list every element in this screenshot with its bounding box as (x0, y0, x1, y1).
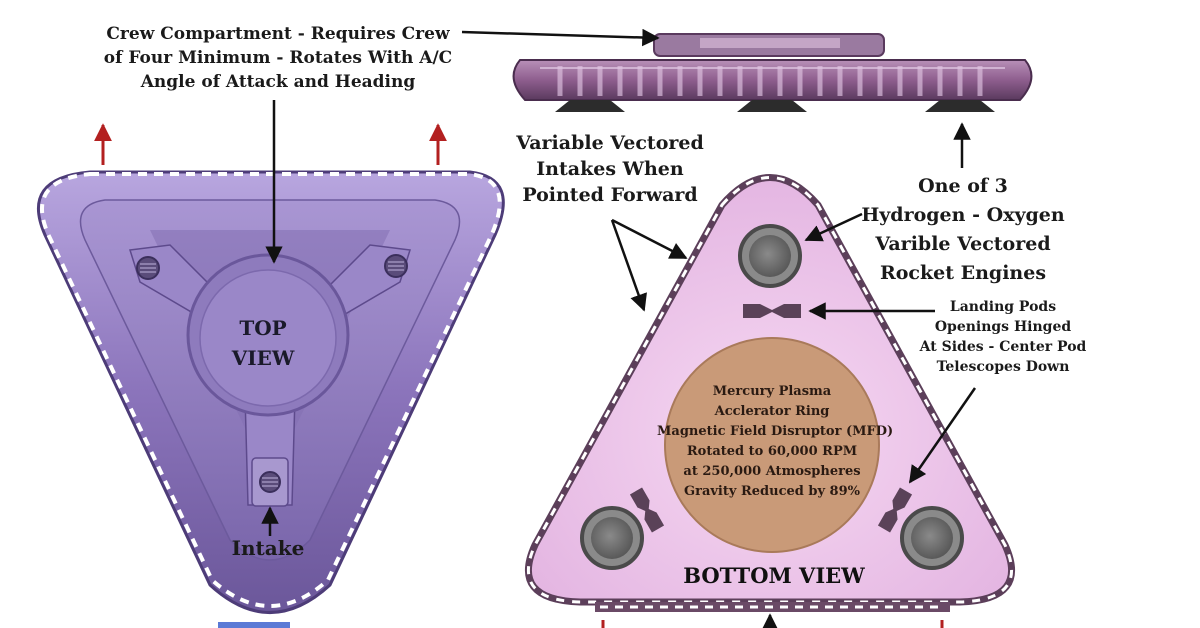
plasma-accelerator-ring (664, 337, 880, 553)
crew-compartment-line-1: Crew Compartment - Requires Crew (106, 24, 450, 44)
pointer-arrow-icon (804, 212, 863, 242)
variable-intakes-line-3: Pointed Forward (522, 184, 698, 206)
side-hull (512, 59, 1033, 101)
plasma-ring-label: Mercury Plasma Acclerator Ring Magnetic … (657, 382, 894, 502)
pointer-arrow-icon (908, 387, 977, 484)
landing-pods-line-4: Telescopes Down (936, 359, 1070, 375)
plasma-ring-line-5: at 250,000 Atmospheres (683, 464, 861, 479)
crew-compartment-label: Crew Compartment - Requires Crew of Four… (88, 22, 468, 94)
top-view-craft (36, 100, 505, 628)
variable-intakes-line-1: Variable Vectored (516, 132, 704, 154)
crew-compartment-line-2: of Four Minimum - Rotates With A/C (103, 48, 453, 68)
plasma-ring-line-6: Gravity Reduced by 89% (684, 484, 860, 499)
top-view-line-2: VIEW (231, 346, 295, 370)
side-hull-ribs (557, 66, 983, 96)
pointer-arrow-icon (610, 219, 647, 312)
side-view-craft (461, 28, 1033, 168)
top-hull-edge-dashes (40, 172, 502, 608)
rocket-engines-label: One of 3 Hydrogen - Oxygen Varible Vecto… (858, 172, 1068, 288)
plasma-ring-line-4: Rotated to 60,000 RPM (686, 444, 858, 459)
crew-compartment-dome-inner (199, 269, 337, 407)
side-engine-pod-left (555, 100, 625, 112)
landing-pods-line-1: Landing Pods (949, 299, 1057, 315)
top-view-line-1: TOP (239, 316, 287, 340)
blue-edge-bar (218, 622, 290, 628)
side-engine-pod-center (737, 100, 807, 112)
pointer-arrow-icon (611, 218, 688, 260)
landing-pods-label: Landing Pods Openings Hinged At Sides - … (918, 297, 1088, 377)
pointer-arrow-icon (461, 28, 660, 47)
rocket-engines-line-3: Varible Vectored (875, 233, 1051, 255)
landing-pod-top (743, 304, 801, 318)
bottom-view-craft (524, 174, 1016, 628)
intake-label: Intake (231, 536, 305, 560)
bottom-hull-edge-dashes (526, 176, 1014, 604)
landing-pods-line-3: At Sides - Center Pod (919, 339, 1087, 355)
landing-pods-line-2: Openings Hinged (934, 319, 1072, 335)
plasma-ring-line-3: Magnetic Field Disruptor (MFD) (657, 424, 894, 439)
variable-intakes-line-2: Intakes When (536, 158, 684, 180)
plasma-ring-line-1: Mercury Plasma (712, 384, 832, 399)
plasma-ring-line-2: Acclerator Ring (714, 404, 830, 419)
rocket-engines-line-4: Rocket Engines (879, 262, 1047, 284)
landing-pod-left (629, 487, 665, 533)
crew-compartment-line-3: Angle of Attack and Heading (140, 72, 416, 92)
bottom-view-label: BOTTOM VIEW (683, 563, 865, 588)
rocket-engines-line-1: One of 3 (918, 175, 1008, 197)
variable-intakes-label: Variable Vectored Intakes When Pointed F… (500, 130, 720, 208)
rocket-engines-line-2: Hydrogen - Oxygen (861, 204, 1065, 226)
top-view-label: TOP VIEW (213, 313, 313, 373)
side-engine-pod-right (925, 100, 995, 112)
landing-pod-right (877, 487, 913, 533)
